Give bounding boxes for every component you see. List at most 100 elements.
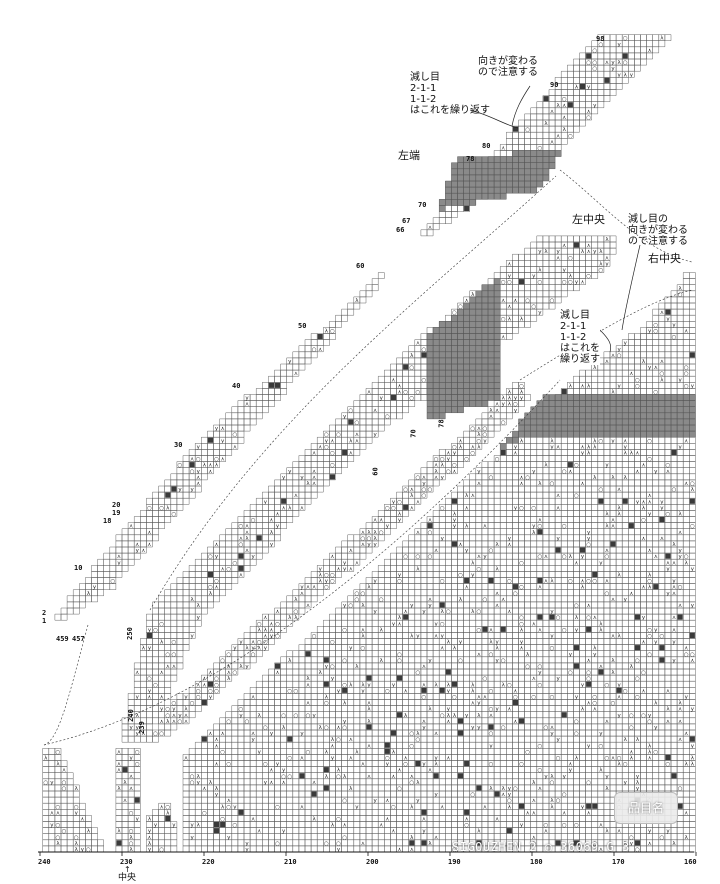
stitch-symbol: ⋏: [605, 719, 609, 725]
shaded-cell: [664, 394, 671, 401]
stitch-symbol: ○: [159, 505, 164, 511]
stitch-symbol: y: [679, 554, 683, 560]
stitch-symbol: ⋏: [416, 530, 420, 536]
stitch-symbol: λ: [416, 780, 420, 786]
stitch-symbol: ○: [562, 554, 567, 560]
stitch-symbol: ○: [574, 603, 579, 609]
stitch-symbol: ⋏: [581, 444, 585, 450]
dark-stitch: [390, 395, 396, 401]
shaded-cell: [512, 437, 519, 444]
shaded-cell: [433, 345, 440, 352]
stitch-symbol: λ: [392, 749, 396, 755]
shaded-cell: [640, 406, 647, 413]
stitch-symbol: ⋏: [196, 682, 200, 688]
shaded-cell: [597, 400, 604, 407]
stitch-symbol: ○: [275, 634, 280, 640]
stitch-symbol: y: [624, 597, 628, 603]
shaded-cell: [427, 376, 434, 383]
shaded-cell: [433, 333, 440, 340]
shaded-cell: [573, 394, 580, 401]
stitch-symbol: ⋏: [477, 481, 481, 487]
shaded-cell: [536, 431, 543, 438]
row-number: 98: [596, 35, 605, 43]
stitch-symbol: ○: [653, 329, 658, 335]
shaded-cell: [445, 370, 452, 377]
leader-line: [511, 85, 531, 127]
shaded-cell: [451, 400, 458, 407]
shaded-cell: [518, 168, 525, 175]
stitch-symbol: λ: [264, 627, 268, 633]
stitch-symbol: λ: [221, 804, 225, 810]
stitch-symbol: y: [148, 847, 152, 853]
stitch-symbol: ⋏: [471, 444, 475, 450]
dark-stitch: [366, 675, 372, 681]
dark-stitch: [592, 803, 598, 809]
shaded-cell: [481, 339, 488, 346]
dark-stitch: [439, 602, 445, 608]
stitch-symbol: λ: [538, 268, 542, 274]
stitch-symbol: ○: [275, 841, 280, 847]
shaded-cell: [542, 150, 549, 157]
stitch-symbol: λ: [550, 774, 554, 780]
stitch-symbol: λ: [197, 774, 201, 780]
stitch-symbol: ⋏: [520, 646, 524, 652]
stitch-symbol: y: [532, 274, 536, 280]
stitch-symbol: y: [160, 707, 164, 713]
stitch-symbol: λ: [245, 536, 249, 542]
dark-stitch: [207, 571, 213, 577]
stitch-symbol: ⋏: [56, 810, 60, 816]
shaded-cell: [610, 394, 617, 401]
shaded-cell: [610, 418, 617, 425]
leader-line: [599, 329, 612, 353]
stitch-symbol: λ: [288, 658, 292, 664]
shaded-cell: [439, 327, 446, 334]
stitch-symbol: ○: [342, 658, 347, 664]
stitch-symbol: y: [374, 609, 378, 615]
dark-stitch: [586, 626, 592, 632]
stitch-symbol: ⋏: [410, 774, 414, 780]
dark-stitch: [665, 553, 671, 559]
stitch-symbol: ○: [330, 451, 335, 457]
shaded-cell: [597, 406, 604, 413]
stitch-symbol: ⋏: [361, 530, 365, 536]
stitch-symbol: λ: [654, 701, 658, 707]
stitch-symbol: ⋏: [489, 627, 493, 633]
stitch-symbol: y: [374, 432, 378, 438]
stitch-symbol: λ: [477, 713, 481, 719]
shaded-cell: [439, 333, 446, 340]
shaded-cell: [439, 406, 446, 413]
shaded-cell: [433, 370, 440, 377]
stitch-symbol: y: [483, 438, 487, 444]
stitch-symbol: ○: [74, 835, 79, 841]
axis-number: 180: [530, 858, 543, 866]
stitch-symbol: ⋏: [294, 493, 298, 499]
stitch-symbol: ⋏: [361, 627, 365, 633]
stitch-symbol: λ: [245, 646, 249, 652]
shaded-cell: [488, 187, 495, 194]
shaded-cell: [469, 193, 476, 200]
stitch-symbol: ⋏: [471, 493, 475, 499]
shaded-cell: [555, 406, 562, 413]
stitch-symbol: y: [532, 469, 536, 475]
stitch-symbol: ○: [245, 719, 250, 725]
stitch-symbol: ○: [598, 42, 603, 48]
stitch-symbol: ○: [519, 560, 524, 566]
stitch-symbol: y: [288, 469, 292, 475]
stitch-symbol: λ: [569, 383, 573, 389]
stitch-symbol: ○: [574, 719, 579, 725]
stitch-symbol: λ: [605, 786, 609, 792]
stitch-symbol: y: [679, 377, 683, 383]
stitch-symbol: ⋏: [422, 817, 426, 823]
stitch-symbol: ⋏: [611, 634, 615, 640]
shaded-cell: [549, 418, 556, 425]
stitch-symbol: λ: [544, 249, 548, 255]
shaded-cell: [494, 187, 501, 194]
stitch-symbol: λ: [380, 658, 384, 664]
shaded-cell: [451, 333, 458, 340]
stitch-symbol: ⋏: [160, 719, 164, 725]
shaded-cell: [603, 425, 610, 432]
stitch-symbol: λ: [258, 627, 262, 633]
shaded-cell: [628, 406, 635, 413]
shaded-cell: [591, 400, 598, 407]
stitch-symbol: y: [258, 749, 262, 755]
